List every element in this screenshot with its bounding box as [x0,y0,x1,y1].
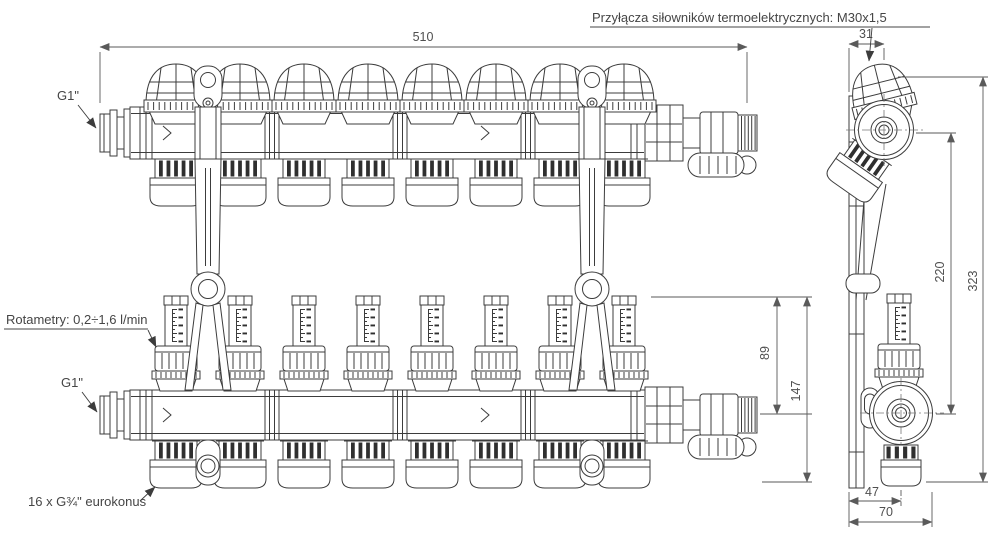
rotameter [535,295,585,392]
dim-text-89: 89 [758,346,772,360]
eurokonus-outlet [405,158,459,207]
rotameter [407,295,457,392]
eurokonus-outlet [597,440,651,489]
label-rotameter-note: Rotametry: 0,2÷1,6 l/min [4,312,157,348]
dim-text-47: 47 [865,485,879,499]
dim-text-510: 510 [413,30,434,44]
eurokonus-outlet [277,440,331,489]
eurokonus-outlet [341,440,395,489]
bottom-outlets-row [149,440,651,489]
label-inlet-top: G1" [57,88,97,129]
mounting-bracket [568,65,616,486]
eurokonus-outlet [597,158,651,207]
rotameter [343,295,393,392]
mounting-bracket [184,65,232,486]
side-view [826,63,944,489]
actuator-cap [335,63,401,125]
actuator-cap [399,63,465,125]
rotameter-note-text: Rotametry: 0,2÷1,6 l/min [6,312,148,327]
eurokonus-outlet [826,137,892,203]
inlet-g1-top [99,108,131,158]
actuator-cap [463,63,529,125]
callout-labels: Przyłącza siłowników termoelektrycznych:… [4,10,930,509]
outlet-note-text: 16 x G¾" eurokonus [28,494,147,509]
eurokonus-outlet [405,440,459,489]
eurokonus-outlet [213,158,267,207]
eurokonus-outlet [533,440,587,489]
dim-text-31: 31 [859,27,873,41]
manifold-geometry [99,63,944,489]
dim-outlet-offset: 47 [848,485,902,527]
bottom-manifold-section [860,378,944,448]
eurokonus-outlet [213,440,267,489]
dim-rotameter-to-bottom: 147 [762,296,812,483]
eurokonus-outlet [149,440,203,489]
label-actuator-note: Przyłącza siłowników termoelektrycznych:… [590,10,930,62]
rotameter [279,295,329,392]
dim-text-220: 220 [933,262,947,283]
rotameter [471,295,521,392]
drain-valve-top [682,111,758,178]
side-outlet [826,137,892,203]
inlet-top-text: G1" [57,88,79,103]
dimensions: 510 31 323 220 89 [99,27,988,527]
dim-axis-spacing: 220 [916,132,956,415]
eurokonus-outlet [341,158,395,207]
eurokonus-outlet [149,158,203,207]
actuator-caps-row [143,63,657,125]
rotameter [874,293,924,390]
front-view [129,63,684,489]
eurokonus-outlet [533,158,587,207]
label-outlet-note: 16 x G¾" eurokonus [28,486,156,509]
actuator-note-text: Przyłącza siłowników termoelektrycznych:… [592,10,887,25]
actuator-cap [207,63,273,125]
dim-text-147: 147 [789,381,803,402]
top-manifold-section [846,94,924,168]
eurokonus-outlet [469,440,523,489]
dim-text-323: 323 [966,271,980,292]
actuator-cap [271,63,337,125]
dim-overall-length: 510 [99,30,748,103]
top-outlets-row [149,158,651,207]
label-inlet-bottom: G1" [61,375,98,413]
inlet-g1-bottom [99,390,131,440]
dim-text-70: 70 [879,505,893,519]
eurokonus-outlet [469,158,523,207]
rotameter [151,295,201,392]
dim-overall-height: 323 [898,76,988,483]
bottom-manifold-body [129,386,684,444]
eurokonus-outlet [277,158,331,207]
drain-valve-bottom [682,393,758,460]
side-bottom-outlet [880,444,922,487]
inlet-bottom-text: G1" [61,375,83,390]
dim-top-depth: 31 [848,27,885,92]
dim-bottom-depth: 70 [848,492,933,527]
